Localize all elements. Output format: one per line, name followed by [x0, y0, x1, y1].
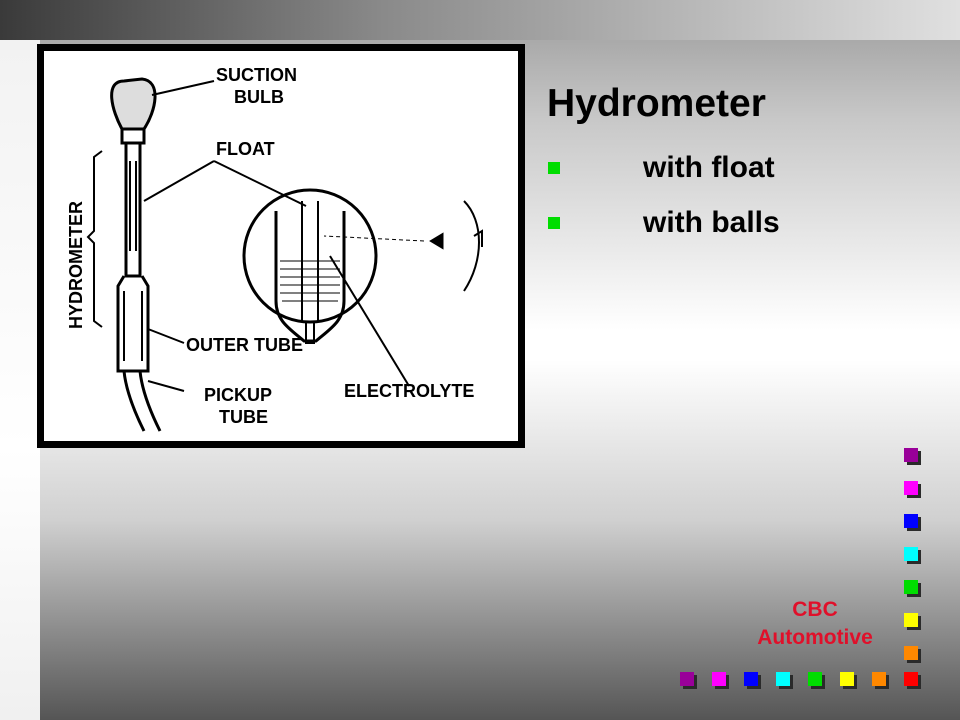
hydrometer-diagram: SUCTION BULB FLOAT HYDROMETER OUTER TUBE…: [66, 65, 483, 432]
square-icon: [904, 646, 918, 660]
square-icon: [712, 672, 726, 686]
bullet-text: with balls: [643, 206, 780, 239]
bullet-square-icon: [548, 217, 560, 229]
bullet-square-icon: [548, 162, 560, 174]
square-icon: [744, 672, 758, 686]
brand-text: CBC Automotive: [735, 596, 895, 652]
square-icon: [680, 672, 694, 686]
label-float: FLOAT: [216, 139, 275, 159]
label-tube: TUBE: [219, 407, 268, 427]
bullet-item-balls: with balls: [548, 203, 780, 243]
figure-canvas: SUCTION BULB FLOAT HYDROMETER OUTER TUBE…: [44, 51, 518, 441]
top-band: [0, 0, 960, 40]
left-strip: [0, 40, 40, 720]
square-icon: [904, 672, 918, 686]
brand-line-1: CBC: [792, 598, 838, 621]
label-bulb: BULB: [234, 87, 284, 107]
brand-line-2: Automotive: [757, 626, 873, 649]
square-icon: [872, 672, 886, 686]
square-icon: [840, 672, 854, 686]
label-pickup: PICKUP: [204, 385, 272, 405]
label-hydrometer: HYDROMETER: [66, 201, 86, 329]
square-icon: [904, 580, 918, 594]
label-electrolyte: ELECTROLYTE: [344, 381, 474, 401]
square-icon: [904, 448, 918, 462]
square-icon: [904, 514, 918, 528]
square-icon: [776, 672, 790, 686]
label-suction: SUCTION: [216, 65, 297, 85]
square-icon: [808, 672, 822, 686]
square-icon: [904, 613, 918, 627]
bullet-item-float: with float: [548, 148, 775, 188]
label-outer-tube: OUTER TUBE: [186, 335, 303, 355]
square-icon: [904, 547, 918, 561]
hydrometer-figure: SUCTION BULB FLOAT HYDROMETER OUTER TUBE…: [37, 44, 525, 448]
square-icon: [904, 481, 918, 495]
slide-title: Hydrometer: [547, 82, 766, 125]
bullet-text: with float: [643, 151, 775, 184]
